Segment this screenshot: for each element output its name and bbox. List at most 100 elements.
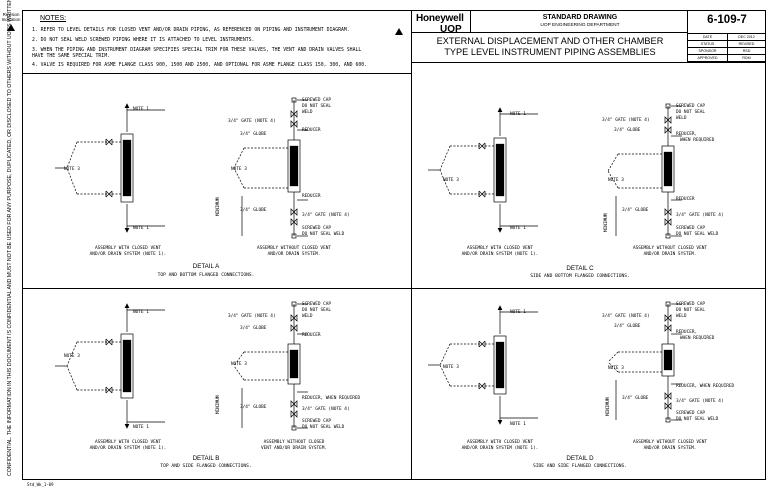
detail-d-note1-left: NOTE 1	[510, 310, 526, 315]
detail-b-note3-right: NOTE 3	[231, 362, 247, 367]
a-without-chamber-core	[289, 145, 299, 187]
info-value: REVISED	[738, 41, 755, 46]
c-with-drain-arrow	[497, 227, 503, 233]
d-with-chamber-core	[495, 341, 505, 389]
detail-d-minimum: MINIMUM	[606, 397, 611, 416]
detail-a-note3-right: NOTE 3	[231, 167, 247, 172]
detail-d-gate: 3/4" GATE (NOTE 4)	[602, 314, 650, 319]
detail-a-caption-left: ASSEMBLY WITH CLOSED VENT AND/OR DRAIN S…	[89, 246, 167, 257]
info-label: SPONSOR	[698, 48, 717, 53]
d-without-globe-b	[664, 392, 672, 400]
drawing-frame	[22, 10, 766, 480]
note-1: 1. REFER TO LEVEL DETAILS FOR CLOSED VEN…	[32, 28, 350, 33]
title-row-split	[411, 32, 687, 33]
detail-a-gate: 3/4" GATE (NOTE 4)	[228, 119, 276, 124]
a-with-vent-arrow	[124, 103, 130, 109]
detail-d-desc: SIDE AND SIDE FLANGED CONNECTIONS.	[532, 464, 628, 469]
detail-d-note3-right: NOTE 3	[608, 366, 624, 371]
a-without-globe-b	[290, 208, 298, 216]
title-split	[687, 10, 688, 62]
drawing-title-line-2: TYPE LEVEL INSTRUMENT PIPING ASSEMBLIES	[444, 47, 656, 57]
detail-d-reducer-bottom: REDUCER, WHEN REQUIRED	[676, 384, 735, 389]
detail-b-caption-left: ASSEMBLY WITH CLOSED VENT AND/OR DRAIN S…	[89, 440, 167, 451]
detail-d-cap-bottom-1: SCREWED CAP	[676, 411, 706, 416]
a-with-chamber-core	[122, 139, 132, 197]
a-with-drain-arrow	[124, 227, 130, 233]
detail-b-cap-bottom-2: DO NOT SEAL WELD	[302, 425, 345, 430]
c-without-gate	[664, 116, 672, 124]
detail-c-cap-bottom-2: DO NOT SEAL WELD	[676, 232, 719, 237]
c-with-vent-arrow	[497, 107, 503, 113]
c-without-gate-b	[664, 218, 672, 226]
d-with-valve-top	[478, 340, 486, 348]
detail-a-globe: 3/4" GLOBE	[240, 132, 267, 137]
b-with-diag-2	[66, 365, 78, 391]
d-without-chamber-core	[663, 349, 673, 371]
c-without-globe	[664, 126, 672, 134]
b-with-valve-top	[105, 338, 113, 346]
detail-a-title: DETAIL A	[192, 263, 220, 270]
c-with-diag-1	[439, 145, 451, 171]
c-without-cap-b	[665, 233, 671, 239]
d-without-gate-b	[664, 402, 672, 410]
revision-indication-label: Revision Indication	[1, 12, 21, 22]
note-3-cont: HAVE THE SAME SPECIAL TRIM.	[32, 54, 110, 59]
b-without-gate	[290, 314, 298, 322]
c-with-chamber-core	[495, 143, 505, 197]
detail-c-note3-left: NOTE 3	[443, 178, 459, 183]
detail-c-reducer-top-1: REDUCER,	[676, 132, 698, 137]
detail-a-note1-left: NOTE 1	[133, 107, 149, 112]
b-without-globe	[290, 324, 298, 332]
b-without-diag-2	[233, 365, 245, 381]
info-col-split	[727, 33, 728, 62]
notes-divider	[22, 73, 412, 74]
detail-b-caption-right: ASSEMBLY WITHOUT CLOSED VENT AND/OR DRAI…	[260, 440, 328, 451]
info-label: STATUS	[700, 41, 715, 46]
detail-b-note3-left: NOTE 3	[64, 354, 80, 359]
detail-a-desc: TOP AND BOTTOM FLANGED CONNECTIONS.	[157, 273, 255, 278]
detail-a-reducer-top: REDUCER	[302, 128, 321, 133]
side-strip: Revision Indication CONFIDENTIAL. THE IN…	[0, 0, 22, 497]
d-without-diag-2	[607, 361, 619, 373]
detail-d-caption-right: ASSEMBLY WITHOUT CLOSED VENT AND/OR DRAI…	[632, 440, 707, 451]
d-with-valve-bot	[478, 382, 486, 390]
info-value: RSD	[742, 48, 751, 53]
honeywell-logo: Honeywell	[416, 13, 464, 24]
detail-c-title: DETAIL C	[566, 265, 594, 272]
detail-b-reducer-bottom: REDUCER, WHEN REQUIRED	[302, 396, 361, 401]
b-without-cap-b	[291, 425, 297, 431]
detail-c-note1-left: NOTE 1	[510, 112, 526, 117]
d-without-cap	[665, 301, 671, 307]
detail-c-caption-right: ASSEMBLY WITHOUT CLOSED VENT AND/OR DRAI…	[632, 246, 707, 257]
detail-c-gate: 3/4" GATE (NOTE 4)	[602, 118, 650, 123]
a-with-chamber	[120, 133, 134, 203]
detail-b-desc: TOP AND SIDE FLANGED CONNECTIONS.	[160, 464, 252, 469]
detail-d-cap-top-3: WELD	[676, 314, 687, 319]
detail-b-gate-bottom: 3/4" GATE (NOTE 4)	[302, 407, 350, 412]
a-without-diag-2	[233, 167, 245, 189]
detail-d-note3-left: NOTE 3	[443, 365, 459, 370]
note-3: 3. WHEN THE PIPING AND INSTRUMENT DIAGRA…	[32, 48, 362, 53]
standard-drawing-title: STANDARD DRAWING	[542, 14, 618, 21]
detail-a-minimum: MINIMUM	[216, 197, 221, 216]
a-without-globe	[290, 120, 298, 128]
uop-logo: UOP	[440, 24, 462, 35]
b-with-chamber	[120, 333, 134, 399]
drawing-number: 6-109-7	[707, 14, 747, 26]
detail-c-minimum: MINIMUM	[604, 213, 609, 232]
a-with-diag-1	[66, 141, 78, 169]
c-without-globe-b	[664, 208, 672, 216]
b-with-diag-1	[66, 341, 78, 367]
detail-a-cap-top-1: SCREWED CAP	[302, 98, 332, 103]
detail-c-cap-top-2: DO NOT SEAL	[676, 110, 706, 115]
c-without-cap	[665, 103, 671, 109]
drawing-title: EXTERNAL DISPLACEMENT AND OTHER CHAMBER …	[418, 36, 682, 58]
detail-d-cap-top-1: SCREWED CAP	[676, 302, 706, 307]
detail-c-note3-right: NOTE 3	[608, 178, 624, 183]
detail-b-globe: 3/4" GLOBE	[240, 326, 267, 331]
drawing-title-line-1: EXTERNAL DISPLACEMENT AND OTHER CHAMBER	[436, 36, 664, 46]
detail-d-caption-left: ASSEMBLY WITH CLOSED VENT AND/OR DRAIN S…	[461, 440, 539, 451]
b-without-cap	[291, 301, 297, 307]
detail-c-globe: 3/4" GLOBE	[614, 128, 641, 133]
c-with-diag-2	[439, 169, 451, 195]
